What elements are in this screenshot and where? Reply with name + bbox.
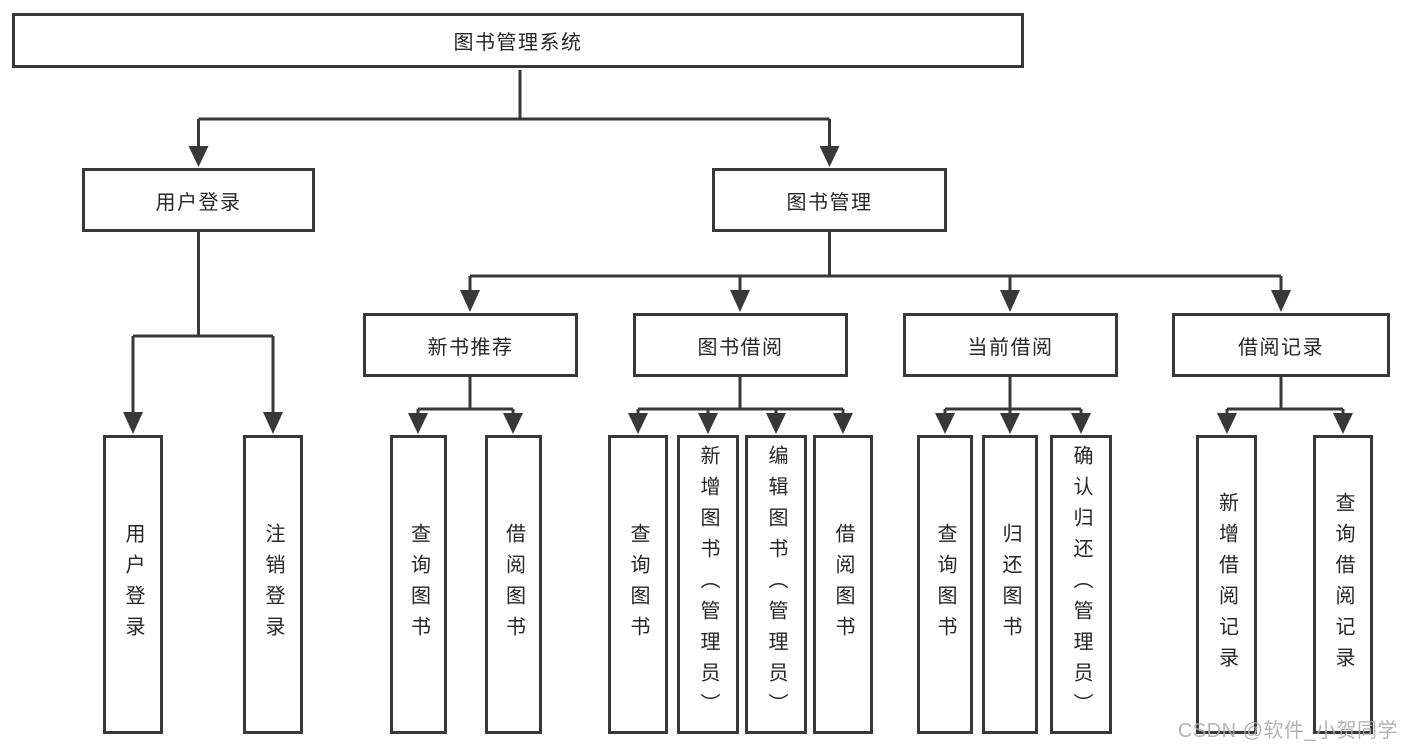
leaf-user-login: 用户登录 [103, 435, 163, 734]
leaf-borrow-books: 借阅图书 [813, 435, 873, 734]
csdn-watermark: CSDN @软件_小贺同学 [1177, 720, 1398, 742]
leaf-label: 新增图书（管理员） [697, 445, 719, 724]
leaf-label: 用户登录 [122, 522, 144, 647]
leaf-return-books: 归还图书 [982, 435, 1038, 734]
leaf-edit-books-admin: 编辑图书（管理员） [745, 435, 807, 734]
leaf-query-books: 查询图书 [390, 435, 447, 734]
node-user-login: 用户登录 [82, 168, 315, 232]
leaf-label: 查询图书 [627, 522, 649, 647]
leaf-label: 新增借阅记录 [1215, 491, 1238, 678]
node-label: 新书推荐 [427, 336, 514, 359]
leaf-label: 借阅图书 [832, 522, 854, 647]
leaf-label: 查询图书 [934, 522, 956, 647]
node-label: 图书借阅 [697, 336, 784, 359]
leaf-label: 确认归还（管理员） [1070, 445, 1092, 724]
node-label: 借阅记录 [1238, 336, 1324, 359]
connector-root [188, 70, 840, 167]
leaf-label: 借阅图书 [502, 522, 525, 647]
leaf-label: 查询图书 [407, 522, 430, 647]
connector-current-borrowing [935, 377, 1091, 434]
leaf-logout: 注销登录 [243, 435, 303, 734]
node-label: 图书管理 [786, 191, 873, 214]
connector-borrowing-records [1217, 377, 1353, 434]
leaf-query-books: 查询图书 [917, 435, 973, 734]
leaf-add-borrow-record: 新增借阅记录 [1196, 435, 1257, 734]
leaf-add-books-admin: 新增图书（管理员） [677, 435, 739, 734]
node-label: 图书管理系统 [453, 32, 583, 54]
leaf-query-borrow-record: 查询借阅记录 [1313, 435, 1373, 734]
leaf-label: 注销登录 [262, 522, 284, 647]
connector-book-management [460, 232, 1291, 312]
node-new-book-recommendation: 新书推荐 [363, 313, 578, 377]
node-label: 用户登录 [155, 191, 242, 214]
leaf-label: 归还图书 [999, 522, 1021, 647]
leaf-label: 编辑图书（管理员） [765, 445, 787, 724]
node-book-borrowing: 图书借阅 [633, 313, 848, 377]
leaf-confirm-return-admin: 确认归还（管理员） [1050, 435, 1112, 734]
node-current-borrowing: 当前借阅 [903, 313, 1118, 377]
node-book-management: 图书管理 [712, 168, 947, 232]
connector-new-book-recommendation [408, 377, 523, 434]
node-library-management-system: 图书管理系统 [12, 13, 1024, 68]
leaf-query-books: 查询图书 [608, 435, 668, 734]
leaf-label: 查询借阅记录 [1332, 491, 1354, 678]
connector-book-borrowing [628, 377, 853, 434]
leaf-borrow-books: 借阅图书 [485, 435, 542, 734]
node-label: 当前借阅 [967, 336, 1054, 359]
connector-user-login [123, 232, 283, 434]
node-borrowing-records: 借阅记录 [1172, 313, 1390, 377]
